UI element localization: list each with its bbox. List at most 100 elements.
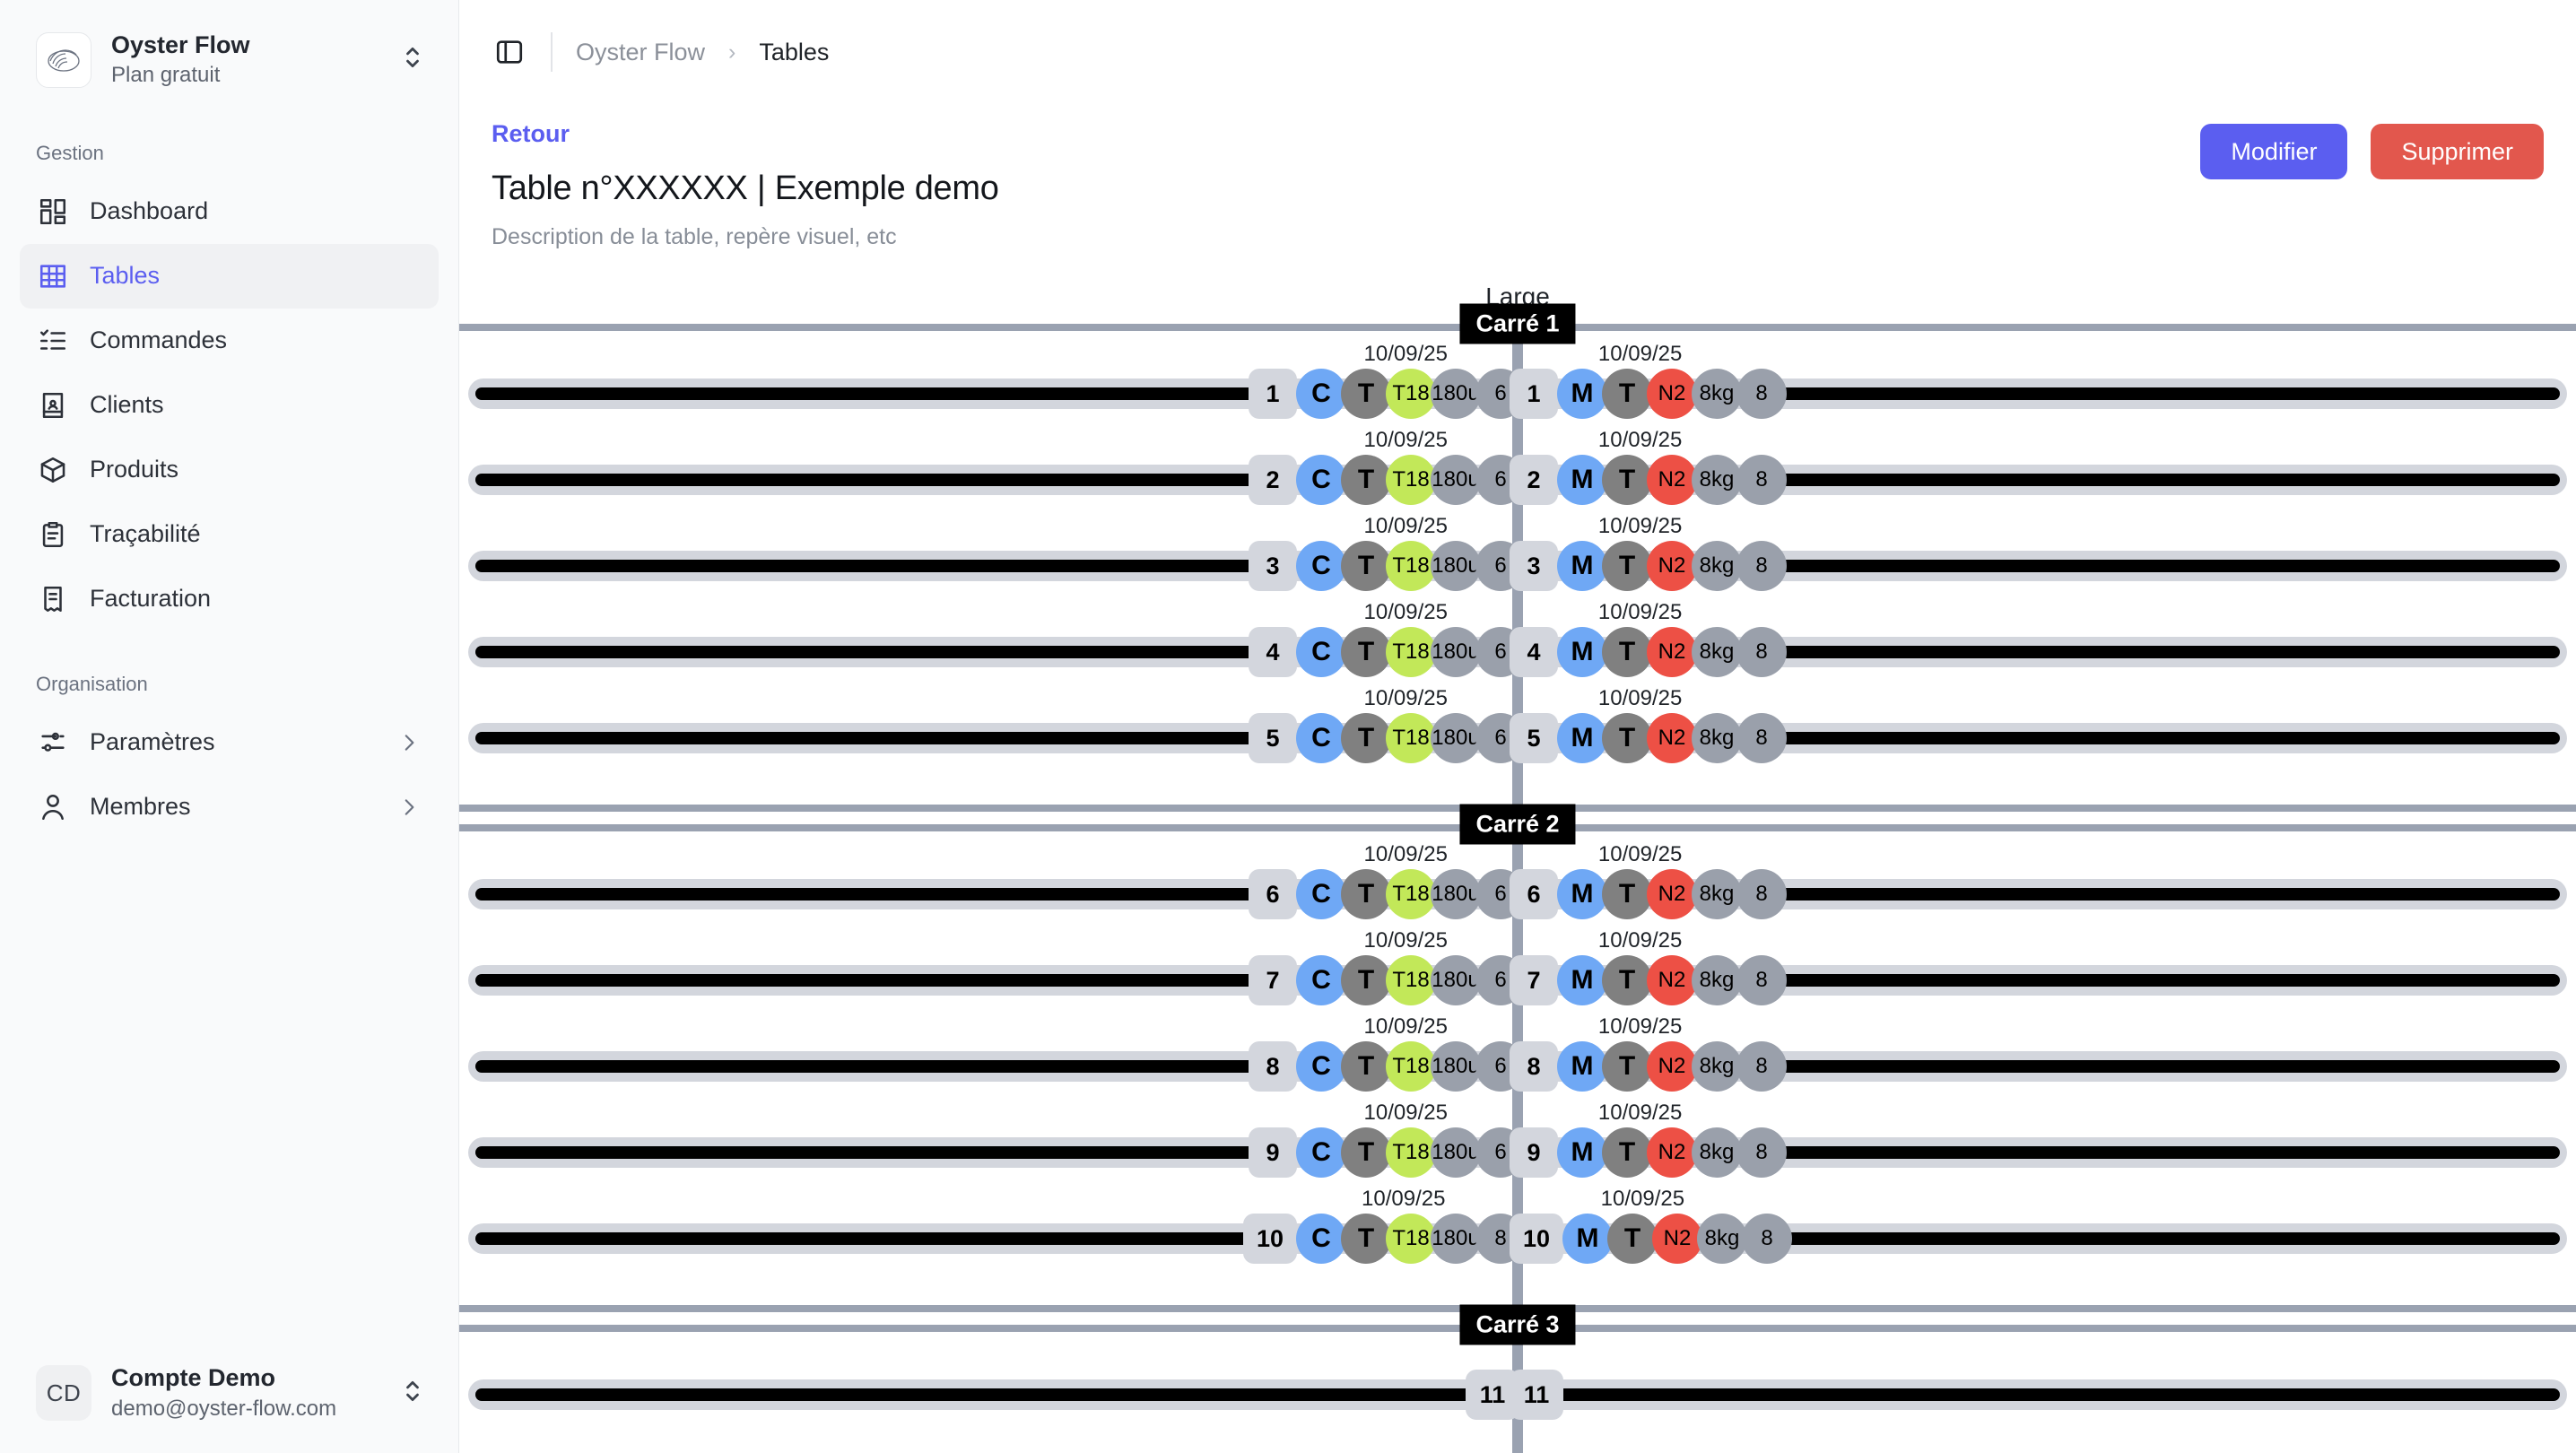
row-number[interactable]: 5 <box>1249 713 1297 763</box>
badge[interactable]: T <box>1602 955 1652 1005</box>
badge[interactable]: T <box>1341 541 1391 591</box>
badge[interactable]: 180u <box>1431 1214 1481 1264</box>
sidebar-item-tables[interactable]: Tables <box>20 243 439 309</box>
badge[interactable]: 8kg <box>1692 369 1742 419</box>
panel-left-icon[interactable] <box>492 34 527 70</box>
account-switcher[interactable]: CD Compte Demo demo@oyster-flow.com <box>23 1353 435 1433</box>
badge[interactable]: N2 <box>1647 627 1697 677</box>
badge[interactable]: M <box>1557 869 1607 919</box>
badge[interactable]: 8kg <box>1692 455 1742 505</box>
badge[interactable]: C <box>1296 713 1346 763</box>
badge[interactable]: T18 <box>1386 455 1436 505</box>
badge[interactable]: T18 <box>1386 713 1436 763</box>
badge[interactable]: T <box>1602 869 1652 919</box>
row-number[interactable]: 1 <box>1510 369 1558 419</box>
badge[interactable]: T <box>1341 627 1391 677</box>
row-number[interactable]: 6 <box>1510 869 1558 919</box>
badge[interactable]: 180u <box>1431 869 1481 919</box>
row-number[interactable]: 11 <box>1510 1370 1563 1420</box>
badge[interactable]: C <box>1296 455 1346 505</box>
badge[interactable]: T18 <box>1386 869 1436 919</box>
badge[interactable]: 8 <box>1736 1127 1787 1178</box>
delete-button[interactable]: Supprimer <box>2371 124 2544 179</box>
row-number[interactable]: 5 <box>1510 713 1558 763</box>
badge[interactable]: T18 <box>1386 955 1436 1005</box>
badge[interactable]: M <box>1557 955 1607 1005</box>
badge[interactable]: T <box>1341 1214 1391 1264</box>
breadcrumb-current[interactable]: Tables <box>759 38 830 65</box>
badge[interactable]: 180u <box>1431 369 1481 419</box>
badge[interactable]: M <box>1557 541 1607 591</box>
badge[interactable]: 8 <box>1736 541 1787 591</box>
badge[interactable]: M <box>1562 1214 1613 1264</box>
badge[interactable]: 180u <box>1431 955 1481 1005</box>
badge[interactable]: T <box>1602 541 1652 591</box>
org-switcher[interactable]: Oyster Flow Plan gratuit <box>23 20 435 100</box>
badge[interactable]: T <box>1341 1041 1391 1092</box>
badge[interactable]: T <box>1341 1127 1391 1178</box>
badge[interactable]: M <box>1557 627 1607 677</box>
badge[interactable]: 8kg <box>1692 1127 1742 1178</box>
badge[interactable]: T <box>1602 455 1652 505</box>
badge[interactable]: M <box>1557 455 1607 505</box>
badge[interactable]: C <box>1296 627 1346 677</box>
badge[interactable]: 8kg <box>1692 627 1742 677</box>
row-number[interactable]: 8 <box>1510 1041 1558 1092</box>
row-number[interactable]: 8 <box>1249 1041 1297 1092</box>
row-number[interactable]: 7 <box>1510 955 1558 1005</box>
badge[interactable]: 8 <box>1736 369 1787 419</box>
badge[interactable]: N2 <box>1647 369 1697 419</box>
badge[interactable]: T <box>1602 1041 1652 1092</box>
badge[interactable]: N2 <box>1652 1214 1702 1264</box>
badge[interactable]: 8 <box>1736 713 1787 763</box>
badge[interactable]: 8 <box>1736 455 1787 505</box>
badge[interactable]: T <box>1341 455 1391 505</box>
back-link[interactable]: Retour <box>492 120 570 147</box>
badge[interactable]: N2 <box>1647 455 1697 505</box>
badge[interactable]: T <box>1602 369 1652 419</box>
badge[interactable]: T18 <box>1386 627 1436 677</box>
badge[interactable]: T <box>1341 713 1391 763</box>
badge[interactable]: T18 <box>1386 369 1436 419</box>
badge[interactable]: T18 <box>1386 1127 1436 1178</box>
badge[interactable]: 8 <box>1736 955 1787 1005</box>
table-row[interactable]: 1212 <box>459 1438 2576 1453</box>
badge[interactable]: N2 <box>1647 955 1697 1005</box>
badge[interactable]: N2 <box>1647 869 1697 919</box>
row-number[interactable]: 10 <box>1243 1214 1297 1264</box>
row-number[interactable]: 1 <box>1249 369 1297 419</box>
badge[interactable]: 180u <box>1431 627 1481 677</box>
breadcrumb-root[interactable]: Oyster Flow <box>576 38 706 65</box>
badge[interactable]: T <box>1602 627 1652 677</box>
row-number[interactable]: 10 <box>1510 1214 1563 1264</box>
badge[interactable]: T <box>1341 869 1391 919</box>
badge[interactable]: T <box>1602 1127 1652 1178</box>
badge[interactable]: M <box>1557 1041 1607 1092</box>
badge[interactable]: M <box>1557 369 1607 419</box>
row-number[interactable]: 9 <box>1249 1127 1297 1178</box>
badge[interactable]: M <box>1557 1127 1607 1178</box>
row-number[interactable]: 3 <box>1249 541 1297 591</box>
sidebar-item-membres[interactable]: Membres <box>20 775 439 840</box>
row-number[interactable]: 2 <box>1249 455 1297 505</box>
badge[interactable]: 180u <box>1431 541 1481 591</box>
row-number[interactable]: 6 <box>1249 869 1297 919</box>
badge[interactable]: 180u <box>1431 1041 1481 1092</box>
badge[interactable]: 8kg <box>1697 1214 1747 1264</box>
row-number[interactable]: 9 <box>1510 1127 1558 1178</box>
badge[interactable]: 180u <box>1431 1127 1481 1178</box>
badge[interactable]: T18 <box>1386 1214 1436 1264</box>
row-number[interactable]: 2 <box>1510 455 1558 505</box>
badge[interactable]: T18 <box>1386 1041 1436 1092</box>
badge[interactable]: 8 <box>1742 1214 1792 1264</box>
badge[interactable]: N2 <box>1647 713 1697 763</box>
badge[interactable]: 8kg <box>1692 955 1742 1005</box>
sidebar-item-produits[interactable]: Produits <box>20 438 439 502</box>
badge[interactable]: T <box>1341 369 1391 419</box>
